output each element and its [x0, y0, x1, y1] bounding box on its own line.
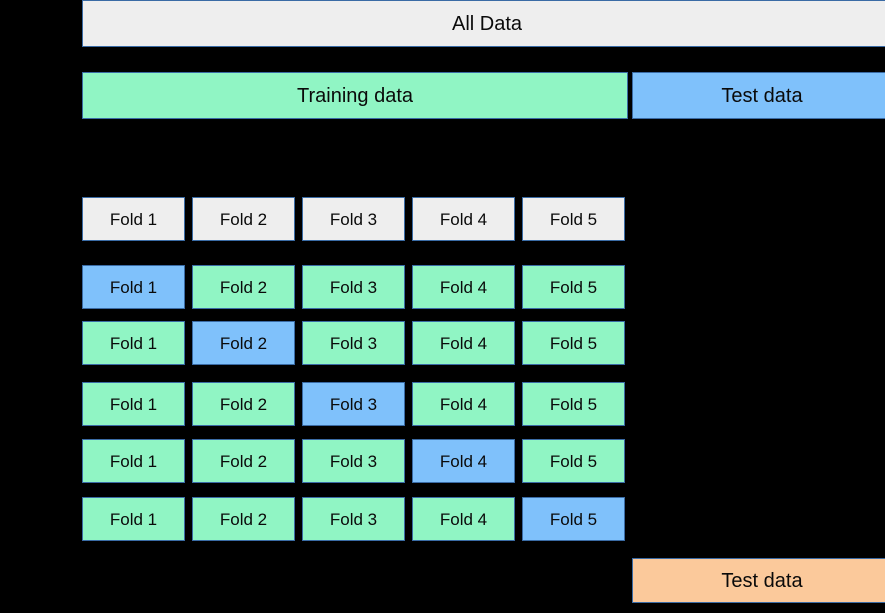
cv-cell-r4-f5: Fold 5 [522, 439, 625, 483]
cv-cell-r4-f4: Fold 4 [412, 439, 515, 483]
cv-cell-r4-f1: Fold 1 [82, 439, 185, 483]
cv-split-row-4: Fold 1 Fold 2 Fold 3 Fold 4 Fold 5 [82, 439, 627, 483]
cv-split-row-1: Fold 1 Fold 2 Fold 3 Fold 4 Fold 5 [82, 265, 627, 309]
cv-cell-r1-f5: Fold 5 [522, 265, 625, 309]
cv-cell-r3-f5: Fold 5 [522, 382, 625, 426]
cv-cell-r4-f3: Fold 3 [302, 439, 405, 483]
fold-header-cell-3: Fold 3 [302, 197, 405, 241]
all-data-bar: All Data [82, 0, 885, 47]
cv-cell-r2-f3: Fold 3 [302, 321, 405, 365]
cv-cell-r4-f2: Fold 2 [192, 439, 295, 483]
cv-cell-r2-f2: Fold 2 [192, 321, 295, 365]
fold-header-row: Fold 1 Fold 2 Fold 3 Fold 4 Fold 5 [82, 197, 627, 241]
training-data-bar: Training data [82, 72, 628, 119]
test-data-bar-top: Test data [632, 72, 885, 119]
cv-cell-r3-f2: Fold 2 [192, 382, 295, 426]
cv-cell-r3-f4: Fold 4 [412, 382, 515, 426]
cv-split-row-5: Fold 1 Fold 2 Fold 3 Fold 4 Fold 5 [82, 497, 627, 541]
cv-cell-r5-f2: Fold 2 [192, 497, 295, 541]
cv-cell-r1-f1: Fold 1 [82, 265, 185, 309]
cv-cell-r1-f4: Fold 4 [412, 265, 515, 309]
fold-header-cell-1: Fold 1 [82, 197, 185, 241]
cv-cell-r5-f1: Fold 1 [82, 497, 185, 541]
cv-cell-r5-f4: Fold 4 [412, 497, 515, 541]
cv-split-row-2: Fold 1 Fold 2 Fold 3 Fold 4 Fold 5 [82, 321, 627, 365]
cv-cell-r3-f3: Fold 3 [302, 382, 405, 426]
cv-split-row-3: Fold 1 Fold 2 Fold 3 Fold 4 Fold 5 [82, 382, 627, 426]
cv-cell-r1-f2: Fold 2 [192, 265, 295, 309]
fold-header-cell-5: Fold 5 [522, 197, 625, 241]
cv-cell-r2-f4: Fold 4 [412, 321, 515, 365]
cv-cell-r5-f3: Fold 3 [302, 497, 405, 541]
cv-cell-r3-f1: Fold 1 [82, 382, 185, 426]
cv-cell-r2-f5: Fold 5 [522, 321, 625, 365]
fold-header-cell-2: Fold 2 [192, 197, 295, 241]
cv-cell-r2-f1: Fold 1 [82, 321, 185, 365]
cv-cell-r1-f3: Fold 3 [302, 265, 405, 309]
cv-cell-r5-f5: Fold 5 [522, 497, 625, 541]
test-data-bar-bottom: Test data [632, 558, 885, 603]
fold-header-cell-4: Fold 4 [412, 197, 515, 241]
